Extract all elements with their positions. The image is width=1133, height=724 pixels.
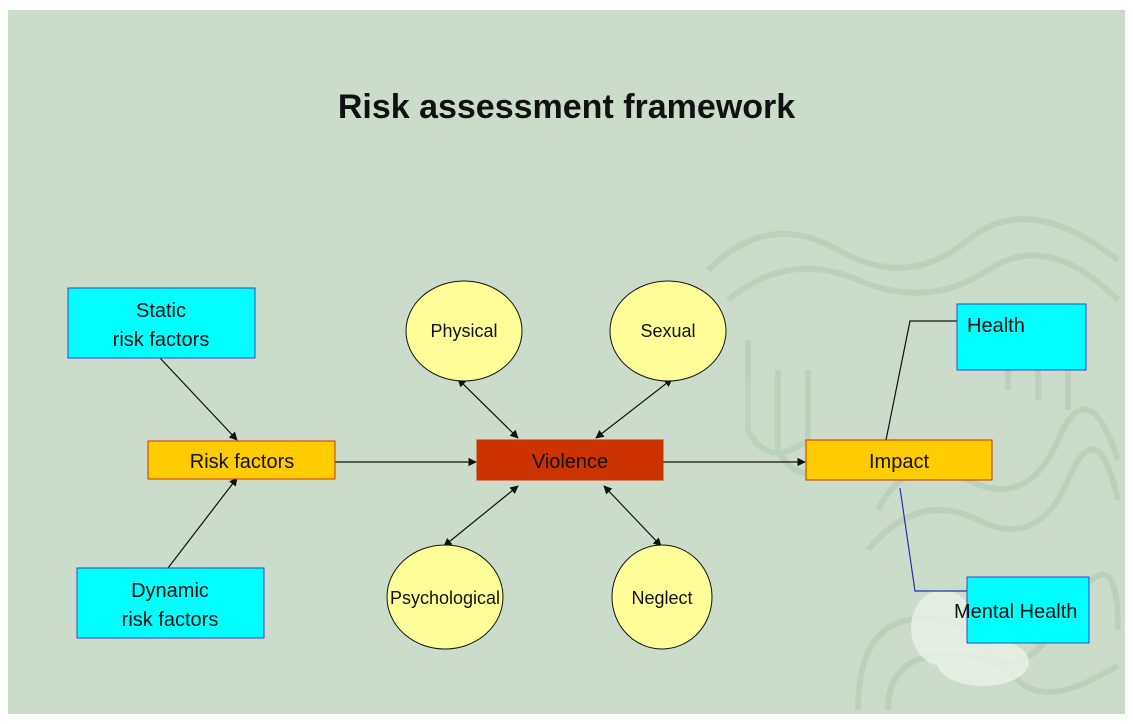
svg-text:Violence: Violence [532, 451, 608, 473]
arrow-violence-psychological [443, 485, 519, 547]
static-risk-factors-line1: Static [136, 300, 186, 322]
dynamic-risk-factors-box [76, 567, 265, 639]
svg-text:Psychological: Psychological [390, 588, 500, 608]
arrow-violence-neglect [603, 485, 662, 547]
impact-box [805, 439, 993, 481]
line-impact-to-health [885, 320, 957, 441]
violence-label: Violence [532, 451, 608, 473]
svg-text:Mental Health: Mental Health [954, 601, 1077, 623]
sexual-ellipse [609, 280, 727, 382]
static-risk-factors-box [67, 287, 256, 359]
svg-text:Dynamic: Dynamic [131, 580, 209, 602]
static-risk-factors-line2: risk factors [113, 329, 210, 351]
neglect-label: Neglect [631, 588, 692, 608]
violence-box [476, 439, 664, 481]
svg-text:Sexual: Sexual [640, 321, 695, 341]
arrow-violence-physical [457, 378, 519, 439]
svg-text:Static: Static [136, 300, 186, 322]
physical-ellipse [405, 280, 523, 382]
arrow-violence-sexual [595, 378, 673, 439]
risk-factors-label: Risk factors [190, 451, 294, 473]
line-impact-to-mental-health [899, 487, 967, 592]
neglect-ellipse [611, 544, 713, 650]
connectors [159, 320, 967, 592]
mental-health-box [966, 576, 1090, 644]
risk-factors-box [147, 440, 336, 480]
psychological-label: Psychological [390, 588, 500, 608]
health-box [956, 303, 1087, 371]
psychological-ellipse [386, 544, 504, 650]
impact-label: Impact [869, 451, 929, 473]
sexual-label: Sexual [640, 321, 695, 341]
svg-text:Physical: Physical [430, 321, 497, 341]
svg-text:risk factors: risk factors [122, 609, 219, 631]
dynamic-risk-factors-line2: risk factors [122, 609, 219, 631]
svg-text:Risk factors: Risk factors [190, 451, 294, 473]
physical-label: Physical [430, 321, 497, 341]
dynamic-risk-factors-line1: Dynamic [131, 580, 209, 602]
svg-text:risk factors: risk factors [113, 329, 210, 351]
svg-text:Impact: Impact [869, 451, 929, 473]
health-label: Health [967, 315, 1025, 337]
arrow-static-to-risk [159, 357, 238, 441]
arrow-dynamic-to-risk [167, 477, 238, 569]
mental-health-label: Mental Health [954, 601, 1077, 623]
svg-text:Health: Health [967, 315, 1025, 337]
page-title: Risk assessment framework [337, 88, 796, 126]
svg-text:Neglect: Neglect [631, 588, 692, 608]
